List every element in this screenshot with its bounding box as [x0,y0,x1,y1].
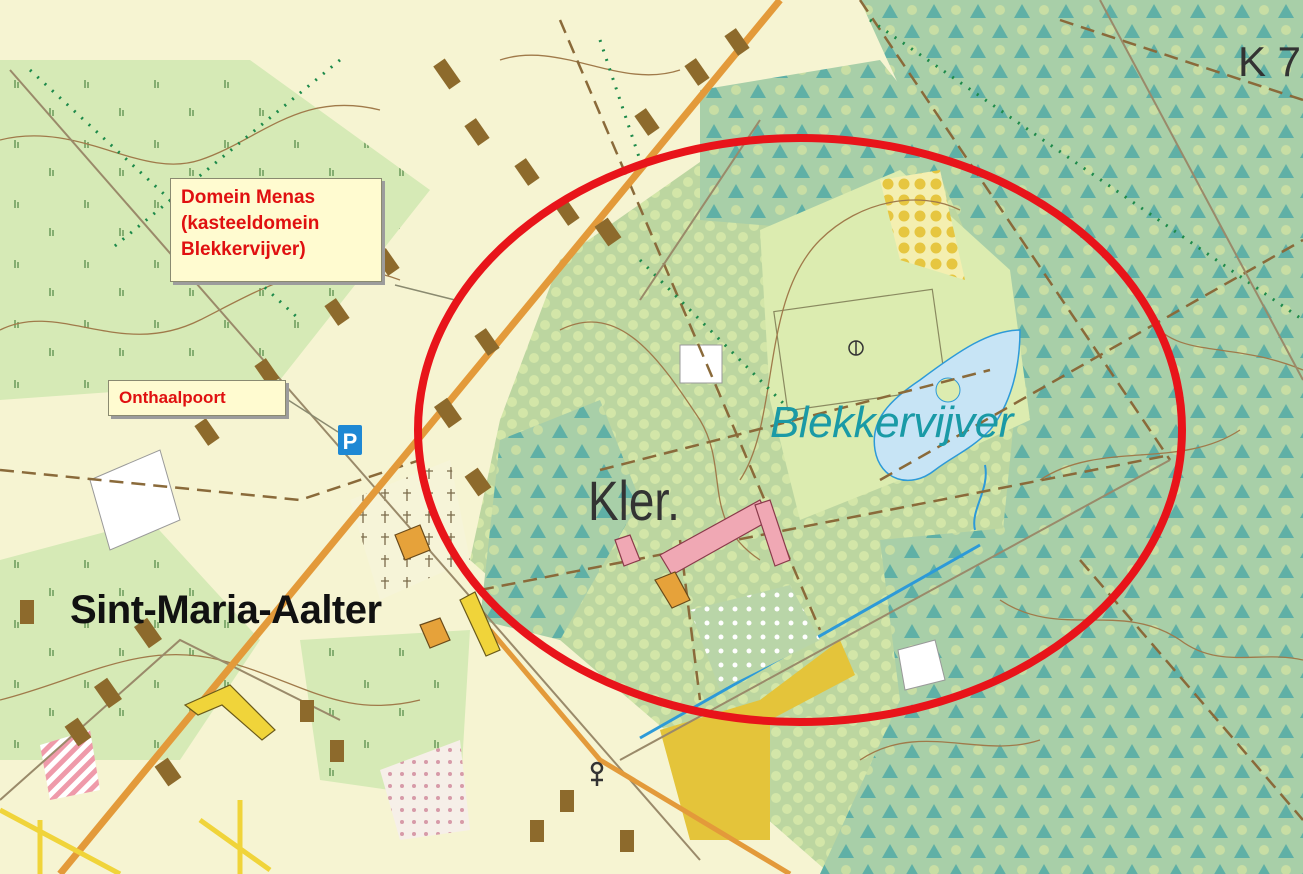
domain-highlight-circle [414,134,1186,726]
orchard-area [880,170,965,280]
institution-buildings [614,499,791,576]
callout-gateway-leader [284,397,339,433]
contour-lines [0,54,1303,761]
callout-gateway-text: Onthaalpoort [119,388,226,407]
callout-domain-line-1: Domein Menas [181,187,316,208]
callout-domain-line-3: Blekkervijver) [181,239,306,260]
open-plot-west [89,449,181,551]
main-road-south [488,628,792,874]
yellow-land [660,640,855,840]
white-dotted-field [690,585,820,690]
pink-dotted-area [380,740,470,840]
stream-1 [973,464,987,531]
map-sheet-code: K 7 [1238,38,1302,85]
forest-southeast [820,500,1303,874]
yellow-buildings [183,591,501,741]
forest-central-south [480,400,640,640]
parking-sign [338,425,362,455]
callout-domain-line-2: (kasteeldomein [181,213,320,234]
open-plot-south [897,639,946,691]
village-name: Sint-Maria-Aalter [70,588,382,632]
pond-name: Blekkervijver [770,398,1013,447]
callout-domain-leader [394,284,456,301]
chapel-symbol [590,761,604,786]
blekkervijver-pond [873,329,1021,481]
open-plot-north [679,344,723,384]
parking-letter: P [343,429,358,454]
domain-boundary [28,18,1303,422]
callout-onthaalpoort: Onthaalpoort [108,380,286,416]
yellow-streets [0,800,272,874]
callout-domain-menas: Domein Menas (kasteeldomein Blekkervijve… [170,178,382,282]
public-buildings [394,524,691,649]
pink-striped-area [40,730,100,800]
institution-label: Kler. [588,469,680,532]
sports-field [773,288,947,412]
